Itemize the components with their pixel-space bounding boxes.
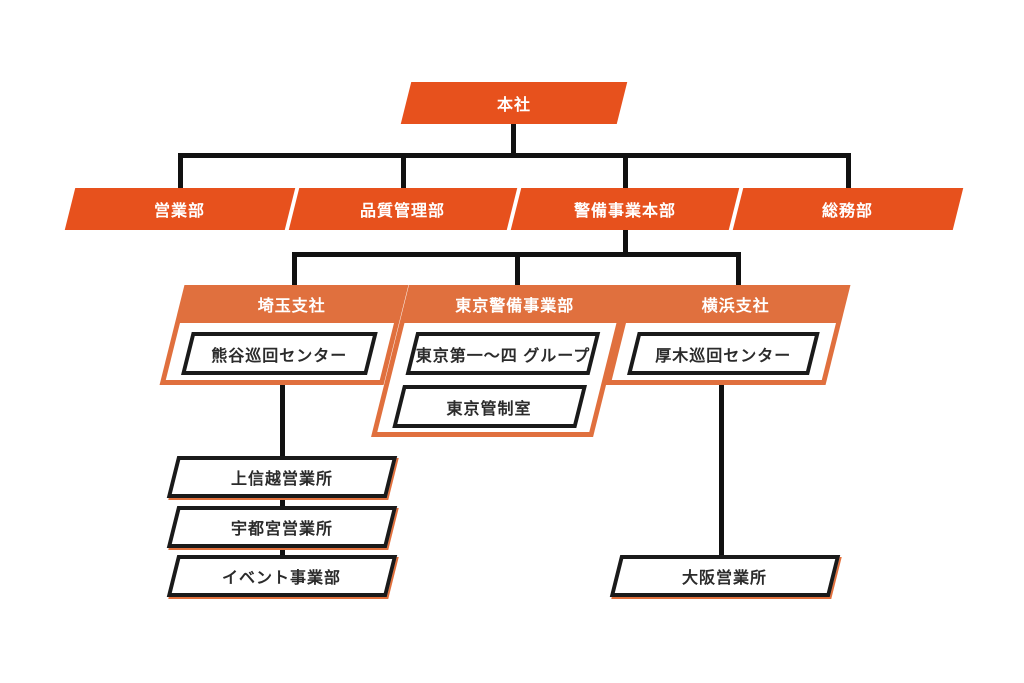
dept-general-affairs-label: 総務部 [822, 203, 874, 220]
division-saitama-header: 埼玉支社 [175, 285, 408, 323]
head-office-box: 本社 [400, 82, 628, 124]
division-tokyo-security-body: 東京第一〜四 グループ 東京管制室 [377, 323, 617, 432]
connector-drop-sales [178, 153, 183, 190]
head-office-label: 本社 [496, 97, 531, 114]
connector-yokohama-osaka-vertical [719, 383, 724, 558]
division-tokyo-security-label: 東京警備事業部 [455, 298, 575, 315]
connector-drop-saitama [292, 252, 297, 288]
connector-drop-general [846, 153, 851, 190]
division-tokyo-security: 東京警備事業部 東京第一〜四 グループ 東京管制室 [371, 285, 631, 437]
dept-security-hq-label: 警備事業本部 [573, 203, 676, 220]
division-yokohama-header: 横浜支社 [621, 285, 850, 323]
unit-kumagaya-patrol-center-label: 熊谷巡回センター [211, 347, 348, 365]
dept-security-hq-box: 警備事業本部 [510, 188, 740, 230]
office-joshinetsu-label: 上信越営業所 [230, 471, 333, 488]
division-saitama-branch: 埼玉支社 熊谷巡回センター [159, 285, 409, 385]
office-joshinetsu-box: 上信越営業所 [166, 456, 398, 498]
connector-joshinetsu-utsunomiya [280, 496, 285, 509]
office-osaka-label: 大阪営業所 [682, 570, 768, 587]
connector-drop-security [623, 153, 628, 190]
unit-tokyo-groups-label: 東京第一〜四 グループ [415, 347, 591, 365]
office-utsunomiya-label: 宇都宮営業所 [230, 521, 333, 538]
connector-utsunomiya-event [280, 546, 285, 558]
office-utsunomiya-box: 宇都宮営業所 [166, 506, 398, 548]
division-saitama-label: 埼玉支社 [257, 298, 326, 315]
connector-drop-quality [401, 153, 406, 190]
connector-level2-horizontal [178, 153, 851, 158]
connector-drop-tokyo [515, 252, 520, 288]
connector-security-vertical [623, 228, 628, 256]
division-tokyo-security-header: 東京警備事業部 [399, 285, 630, 323]
division-yokohama-body: 厚木巡回センター [611, 323, 836, 380]
division-yokohama-branch: 横浜支社 厚木巡回センター [605, 285, 851, 385]
connector-drop-yokohama [736, 252, 741, 288]
unit-atsugi-patrol-center: 厚木巡回センター [627, 332, 820, 375]
unit-tokyo-control-room-label: 東京管制室 [447, 400, 533, 418]
dept-sales-box: 営業部 [64, 188, 296, 230]
office-event-division-box: イベント事業部 [166, 555, 398, 597]
dept-sales-label: 営業部 [154, 203, 206, 220]
connector-saitama-offices-vertical [280, 383, 285, 459]
unit-tokyo-control-room: 東京管制室 [392, 385, 588, 428]
division-saitama-body: 熊谷巡回センター [165, 323, 394, 380]
office-event-division-label: イベント事業部 [222, 570, 342, 587]
dept-quality-control-label: 品質管理部 [360, 203, 446, 220]
dept-quality-control-box: 品質管理部 [288, 188, 518, 230]
office-osaka-box: 大阪営業所 [609, 555, 841, 597]
division-yokohama-label: 横浜支社 [701, 298, 770, 315]
unit-tokyo-groups: 東京第一〜四 グループ [405, 332, 601, 375]
unit-atsugi-patrol-center-label: 厚木巡回センター [655, 347, 792, 365]
dept-general-affairs-box: 総務部 [732, 188, 964, 230]
connector-root-vertical [511, 123, 516, 157]
unit-kumagaya-patrol-center: 熊谷巡回センター [181, 332, 378, 375]
